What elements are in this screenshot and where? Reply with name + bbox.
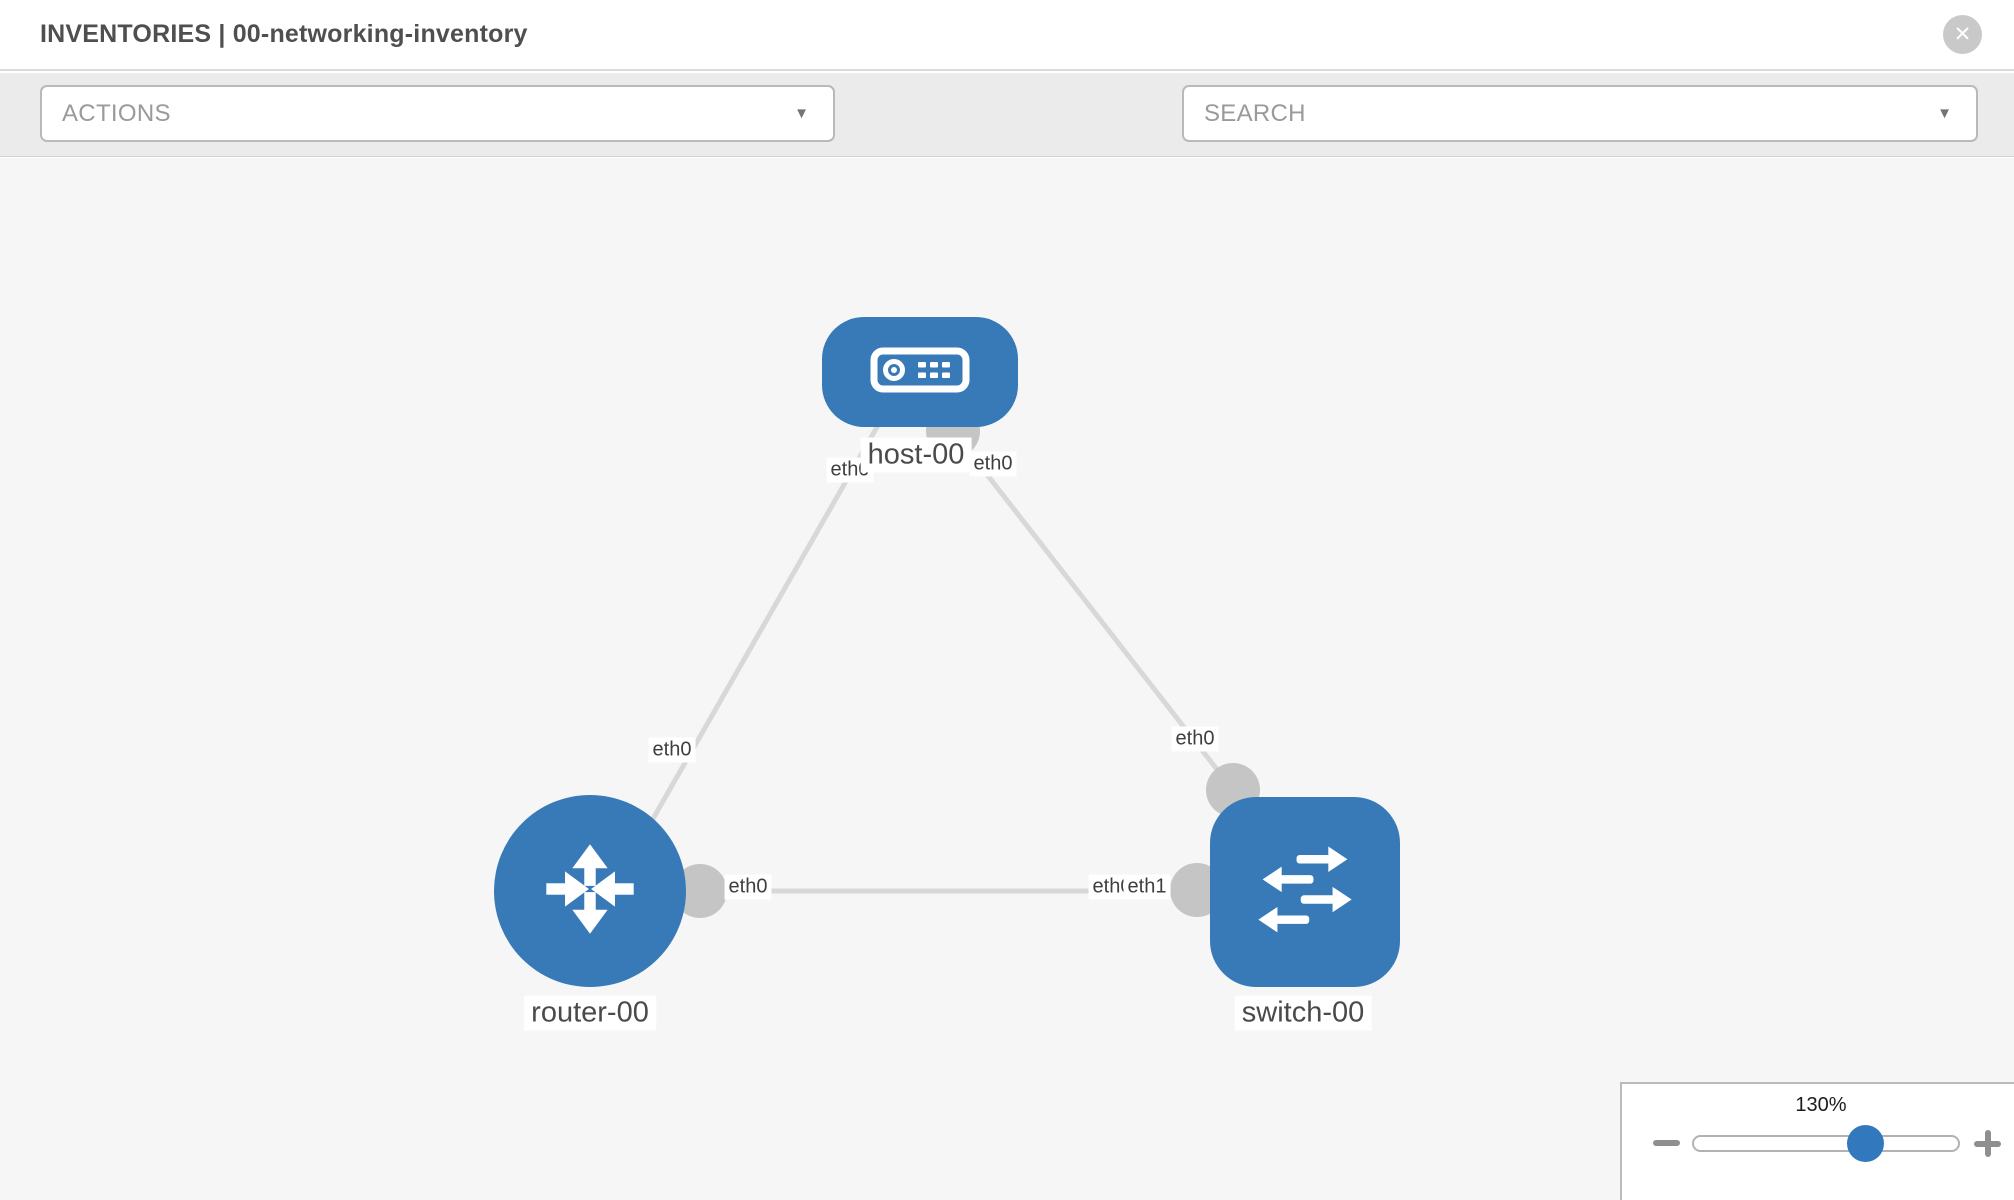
node-label-host: host-00 [860, 437, 972, 473]
zoom-control-panel: 130% [1620, 1082, 2014, 1200]
zoom-in-icon[interactable] [1974, 1130, 2001, 1157]
zoom-level-value: 130% [1795, 1094, 1847, 1116]
close-button[interactable]: ✕ [1943, 15, 1982, 54]
close-icon: ✕ [1953, 23, 1972, 46]
zoom-slider-thumb[interactable] [1847, 1125, 1884, 1162]
toolbar: ACTIONS ▼ SEARCH ▼ [0, 73, 2014, 205]
node-host-00[interactable] [822, 317, 1018, 427]
zoom-slider-track[interactable] [1692, 1135, 1960, 1152]
link-host-router [639, 411, 888, 840]
node-router-00[interactable] [494, 795, 686, 987]
interface-label: eth0 [969, 451, 1017, 477]
page-title: INVENTORIES | 00-networking-inventory [40, 20, 528, 48]
node-label-router: router-00 [524, 995, 656, 1031]
router-icon [538, 837, 642, 946]
window-header: INVENTORIES | 00-networking-inventory ✕ [0, 0, 2014, 71]
interface-label: eth0 [724, 874, 772, 900]
node-label-switch: switch-00 [1234, 995, 1372, 1031]
topology-canvas[interactable]: eth0 eth0 eth0 eth0 eth0 eth0 eth1 host-… [0, 158, 2014, 1200]
actions-dropdown-label: ACTIONS [62, 99, 171, 127]
topology-links [639, 411, 1235, 894]
switch-icon [1252, 837, 1358, 948]
search-dropdown[interactable]: SEARCH ▼ [1182, 85, 1978, 142]
host-icon [870, 347, 970, 398]
search-dropdown-label: SEARCH [1204, 99, 1306, 127]
chevron-down-icon: ▼ [1937, 105, 1952, 122]
actions-dropdown[interactable]: ACTIONS ▼ [40, 85, 835, 142]
interface-label: eth1 [1123, 874, 1171, 900]
node-switch-00[interactable] [1210, 797, 1400, 987]
interface-label: eth0 [1171, 726, 1219, 752]
zoom-out-icon[interactable] [1653, 1140, 1680, 1146]
chevron-down-icon: ▼ [794, 105, 809, 122]
interface-label: eth0 [648, 737, 696, 763]
